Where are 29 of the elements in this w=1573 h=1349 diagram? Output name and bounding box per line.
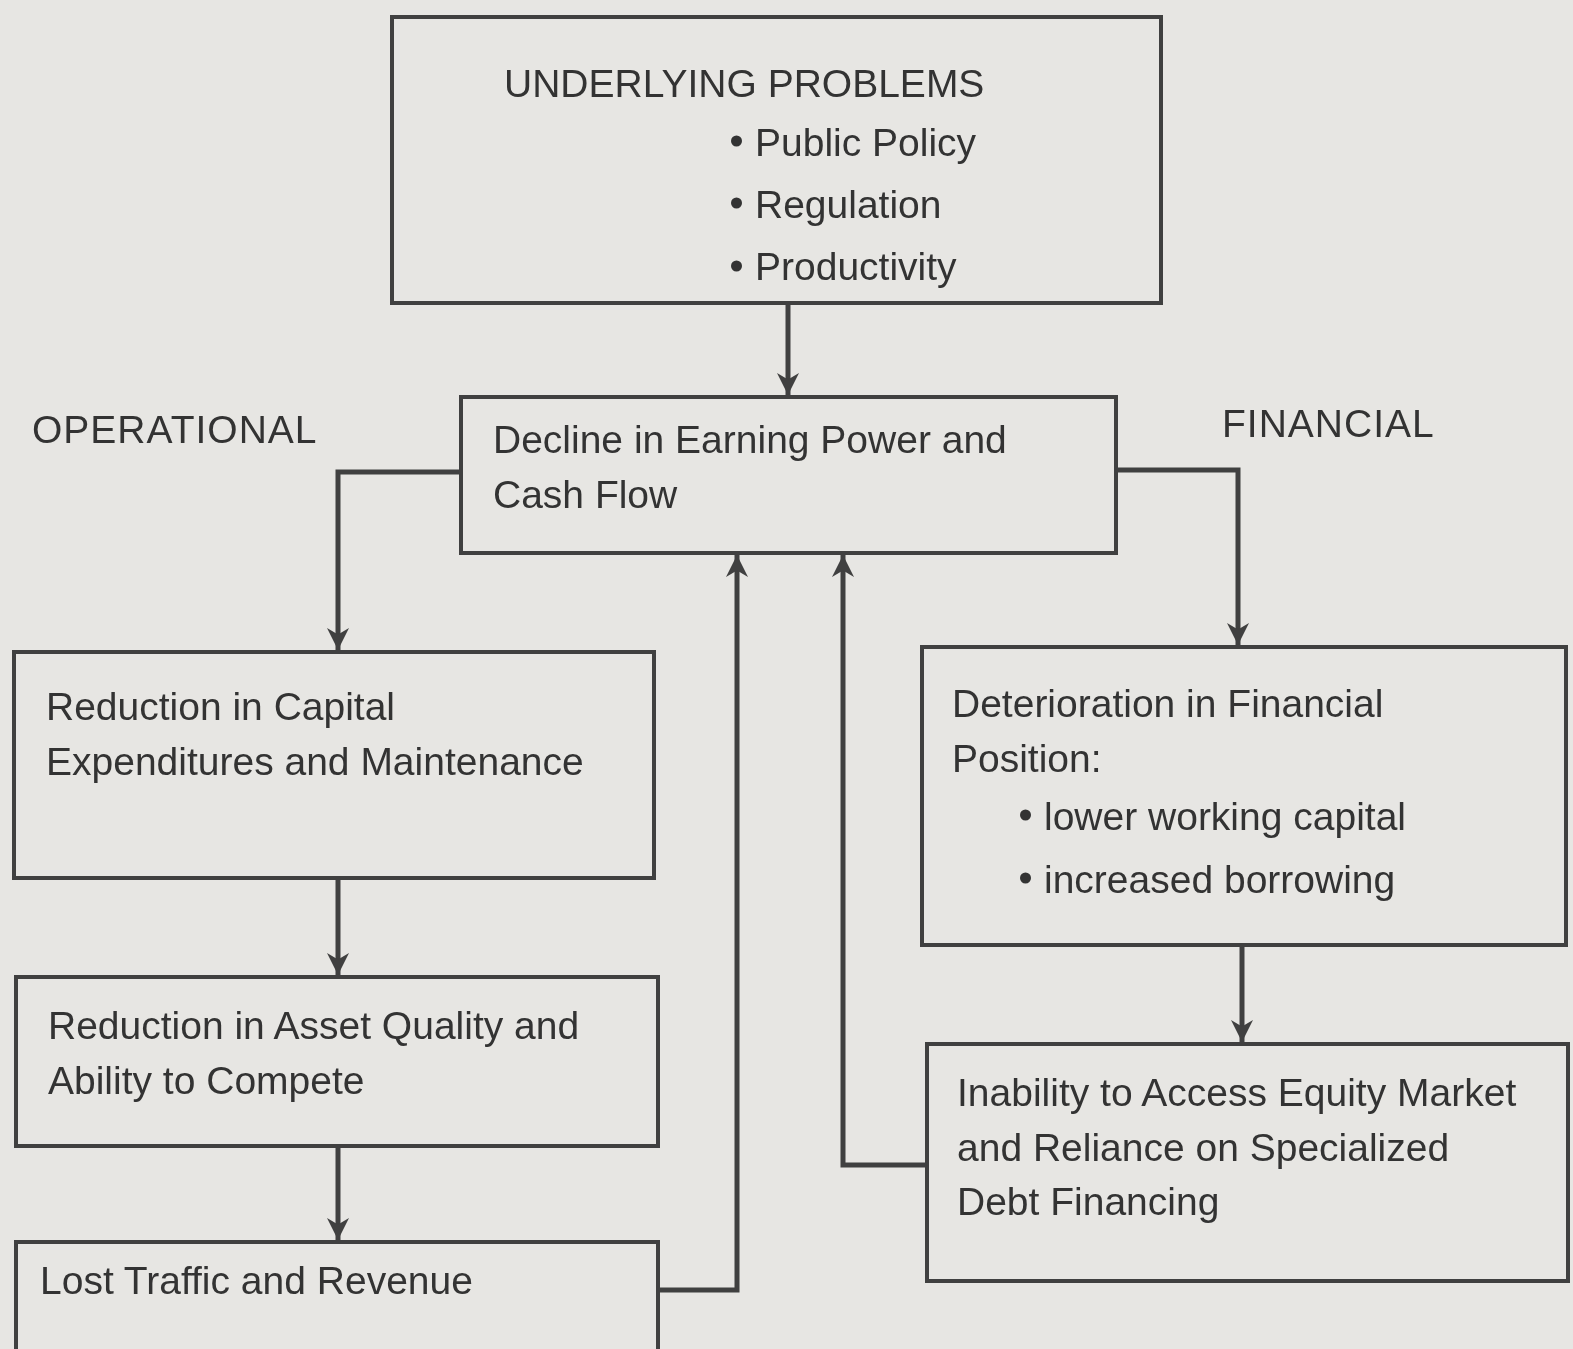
process-box xyxy=(390,15,1163,305)
arrow xyxy=(777,305,799,395)
arrow xyxy=(1118,467,1249,645)
process-box xyxy=(925,1042,1570,1283)
arrow xyxy=(327,469,459,650)
bullet-item: Public Policy xyxy=(729,111,1139,174)
process-box xyxy=(459,395,1118,555)
box-text: Reduction in Capital Expenditures and Maintenance xyxy=(46,684,585,785)
arrow xyxy=(327,1148,349,1240)
arrow xyxy=(832,555,925,1168)
bullet-item: lower working capital xyxy=(1018,786,1536,849)
process-box xyxy=(12,650,656,880)
arrow xyxy=(660,555,748,1293)
box-text: Inability to Access Equity Market and Reliance on Specialized Debt Financing xyxy=(957,1070,1518,1226)
box-text: Deterioration in Financial Position: xyxy=(952,681,1385,782)
box-text: UNDERLYING PROBLEMS xyxy=(504,61,986,107)
arrow xyxy=(327,880,349,975)
box-text: Decline in Earning Power and Cash Flow xyxy=(493,417,1008,518)
category-label: OPERATIONAL xyxy=(32,408,318,452)
process-box xyxy=(920,645,1568,947)
box-text: Reduction in Asset Quality and Ability to Compete xyxy=(48,1003,581,1104)
bullet-item: Regulation xyxy=(729,174,1139,237)
category-label: FINANCIAL xyxy=(1222,402,1435,446)
bullet-item: Productivity xyxy=(729,236,1139,299)
process-box xyxy=(14,1240,660,1349)
process-box xyxy=(14,975,660,1148)
arrow xyxy=(1231,947,1253,1042)
bullet-item: increased borrowing xyxy=(1018,848,1536,911)
box-text: Lost Traffic and Revenue xyxy=(40,1258,474,1304)
